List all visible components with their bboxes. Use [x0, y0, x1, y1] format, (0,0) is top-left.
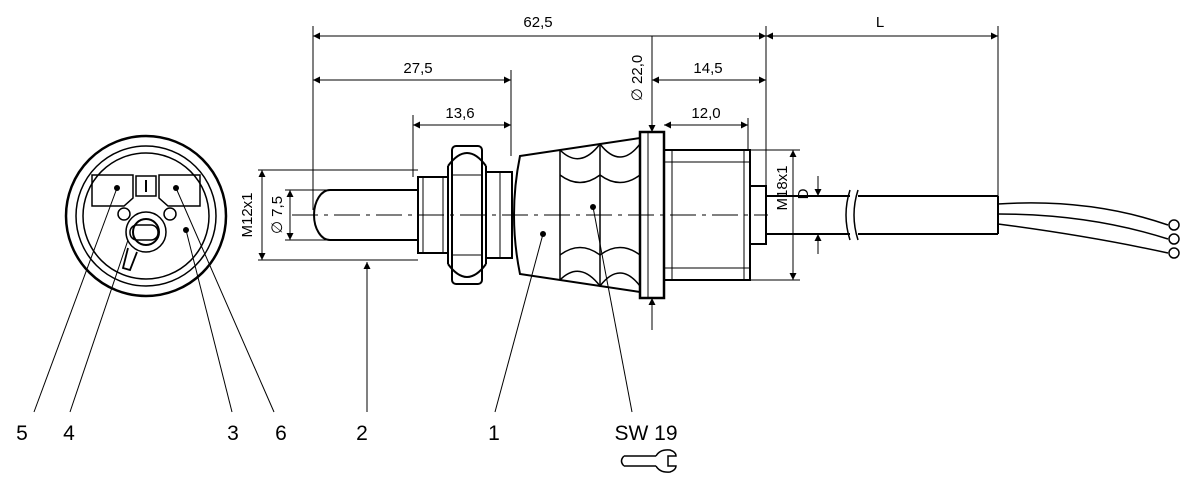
callout-2: 2 [356, 422, 368, 445]
dim-thread-length-label: 13,6 [445, 105, 474, 122]
dimension-labels: 62,5 L 27,5 13,6 14,5 12,0 ∅ 22,0 M12x1 … [239, 14, 884, 238]
coding-key [135, 175, 157, 197]
dim-overall-label: 62,5 [523, 14, 552, 31]
dim-cable-diameter-label: D [795, 188, 812, 199]
wire-end-3 [1168, 247, 1180, 259]
callout-wrench-size: SW 19 [614, 422, 677, 445]
dim-rear-thread-length-label: 12,0 [691, 105, 720, 122]
contact-chamber-left [91, 174, 134, 207]
center-pin-ring [125, 211, 167, 253]
pin-4-socket [117, 207, 131, 221]
dim-rear-thread-label: M18x1 [774, 165, 791, 210]
dim-probe-diameter-label: ∅ 7,5 [269, 196, 286, 234]
dim-shaft-length-label: 27,5 [403, 60, 432, 77]
callout-6: 6 [275, 422, 287, 445]
dim-cable-length-label: L [876, 14, 884, 31]
sensor-side-view [313, 130, 1180, 300]
wire-end-1 [1168, 219, 1180, 231]
end-view-outer-ring [64, 134, 228, 298]
connector-end-view [33, 134, 275, 413]
pin-aux-socket [163, 207, 177, 221]
callout-5: 5 [16, 422, 28, 445]
contact-chamber-right [158, 174, 201, 207]
callout-3: 3 [227, 422, 239, 445]
wrench-icon [620, 449, 677, 473]
dimension-lines [258, 26, 999, 413]
dim-flange-diameter-label: ∅ 22,0 [629, 55, 646, 101]
end-view-inner-ring [75, 145, 217, 287]
callout-labels: 5 4 3 6 2 1 SW 19 [16, 422, 677, 445]
probe-tip [313, 189, 418, 241]
cable-gland [749, 185, 767, 245]
callout-1: 1 [488, 422, 500, 445]
dim-rear-length-label: 14,5 [693, 60, 722, 77]
center-pin [132, 218, 160, 246]
wire-end-2 [1168, 233, 1180, 245]
end-view-face [82, 152, 210, 280]
dim-front-thread-label: M12x1 [239, 192, 256, 237]
callout-4: 4 [63, 422, 75, 445]
